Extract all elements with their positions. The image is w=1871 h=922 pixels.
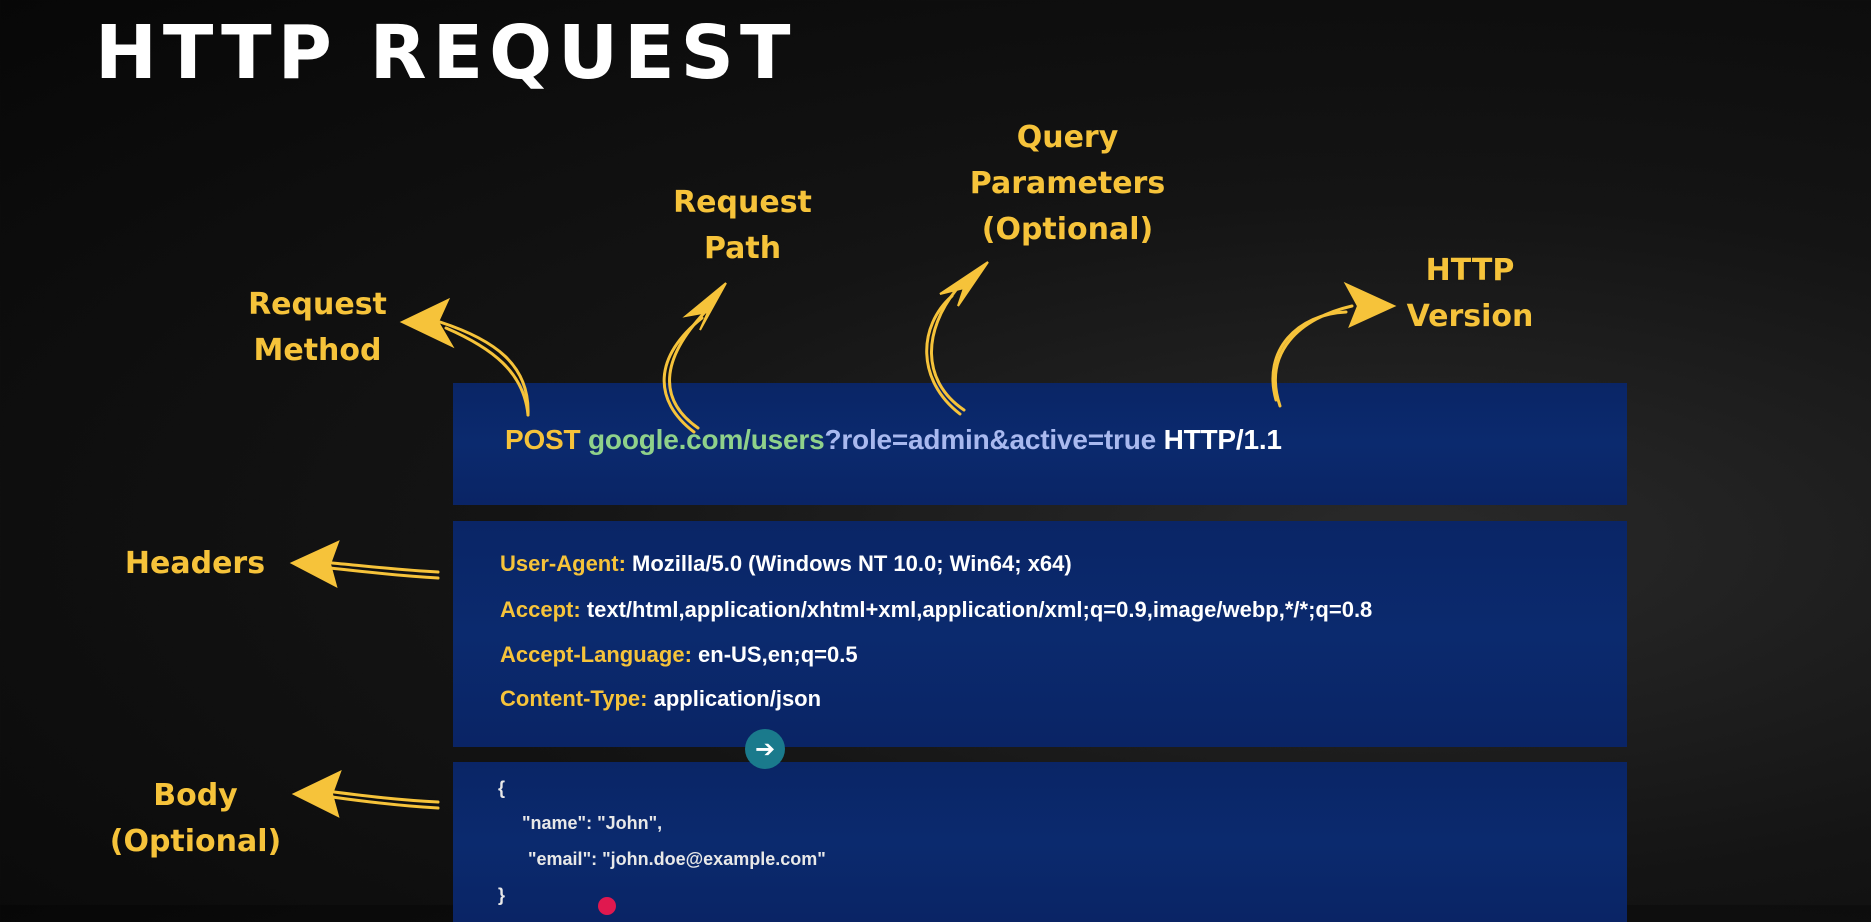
cursor-dot-icon	[598, 897, 616, 915]
headers-panel	[453, 521, 1627, 747]
header-line: User-Agent: Mozilla/5.0 (Windows NT 10.0…	[500, 551, 1072, 577]
arrow-headers	[289, 540, 440, 588]
label-request-method: Request Method	[235, 282, 400, 374]
request-line: POST google.com/users?role=admin&active=…	[505, 424, 1282, 456]
label-headers: Headers	[110, 541, 280, 587]
label-request-path: Request Path	[665, 180, 820, 272]
header-key: Accept:	[500, 597, 581, 622]
body-panel	[453, 762, 1627, 922]
body-line: {	[498, 778, 506, 798]
body-line: "name": "John",	[522, 813, 663, 833]
label-http-version-line2: Version	[1406, 299, 1534, 334]
header-value: en-US,en;q=0.5	[698, 642, 858, 667]
arrow-request-method	[399, 297, 530, 417]
page-title: HTTP REQUEST	[95, 10, 797, 96]
label-request-path-line1: Request	[673, 185, 812, 220]
http-version: HTTP/1.1	[1163, 424, 1282, 455]
header-value: text/html,application/xhtml+xml,applicat…	[586, 597, 1373, 622]
arrow-right-circle-icon[interactable]: ➔	[745, 729, 785, 769]
header-line: Accept-Language: en-US,en;q=0.5	[500, 642, 858, 668]
arrow-body	[291, 770, 440, 818]
label-body-line2: (Optional)	[109, 824, 282, 859]
label-request-method-line1: Request	[248, 287, 387, 322]
arrow-http-version	[1271, 281, 1397, 408]
label-query-parameters: Query Parameters (Optional)	[960, 115, 1175, 253]
query-parameters: ?role=admin&active=true	[824, 424, 1156, 455]
request-method: POST	[505, 424, 581, 455]
label-query-line1: Query	[1016, 120, 1119, 155]
label-body-line1: Body	[153, 778, 238, 813]
header-value: application/json	[653, 686, 822, 711]
header-value: Mozilla/5.0 (Windows NT 10.0; Win64; x64…	[632, 551, 1072, 576]
label-query-line2: Parameters	[969, 166, 1166, 201]
header-key: Content-Type:	[500, 686, 648, 711]
label-body: Body (Optional)	[108, 773, 283, 865]
arrow-request-path	[662, 282, 727, 434]
header-line: Content-Type: application/json	[500, 686, 821, 712]
body-line: }	[498, 885, 506, 905]
header-key: Accept-Language:	[500, 642, 692, 667]
label-http-version: HTTP Version	[1390, 248, 1550, 340]
request-path: google.com/users	[588, 424, 825, 455]
label-query-line3: (Optional)	[981, 212, 1154, 247]
label-headers-line1: Headers	[124, 546, 266, 581]
arrow-query-parameters	[925, 261, 989, 416]
body-line: "email": "john.doe@example.com"	[528, 849, 826, 869]
header-key: User-Agent:	[500, 551, 626, 576]
label-request-method-line2: Method	[253, 333, 382, 368]
label-request-path-line2: Path	[703, 231, 782, 266]
label-http-version-line1: HTTP	[1425, 253, 1515, 288]
request-line-panel	[453, 383, 1627, 505]
header-line: Accept: text/html,application/xhtml+xml,…	[500, 597, 1372, 623]
